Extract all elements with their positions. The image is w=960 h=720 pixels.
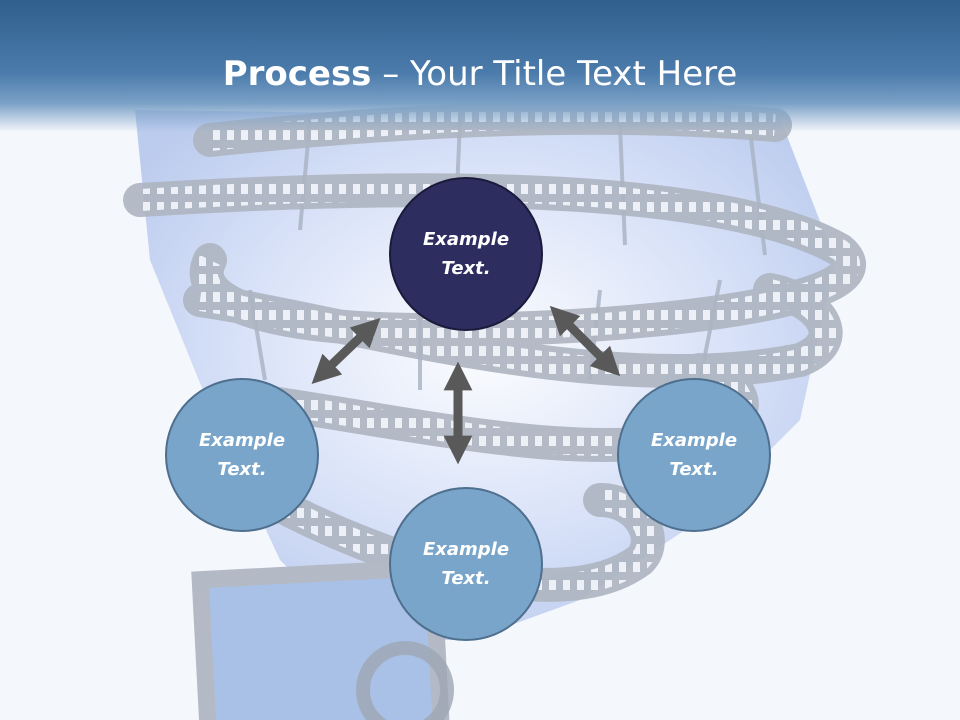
right-node-line2: Text.: [669, 459, 719, 480]
left-node-line2: Text.: [217, 459, 267, 480]
bottom-node-line2: Text.: [441, 568, 491, 589]
title-rest: – Your Title Text Here: [371, 54, 738, 94]
arrow-center-right: [549, 305, 621, 377]
center-node[interactable]: Example Text.: [389, 177, 543, 331]
arrow-center-left: [311, 318, 381, 384]
left-node[interactable]: Example Text.: [165, 378, 319, 532]
left-node-line1: Example: [198, 430, 286, 451]
title-bar: [0, 0, 960, 132]
bottom-node[interactable]: Example Text.: [389, 487, 543, 641]
slide-title[interactable]: Process – Your Title Text Here: [0, 52, 960, 96]
right-node-line1: Example: [650, 430, 738, 451]
bottom-node-line1: Example: [422, 539, 510, 560]
center-node-line1: Example: [422, 229, 510, 250]
center-node-line2: Text.: [441, 258, 491, 279]
right-node[interactable]: Example Text.: [617, 378, 771, 532]
title-bold: Process: [222, 54, 372, 94]
